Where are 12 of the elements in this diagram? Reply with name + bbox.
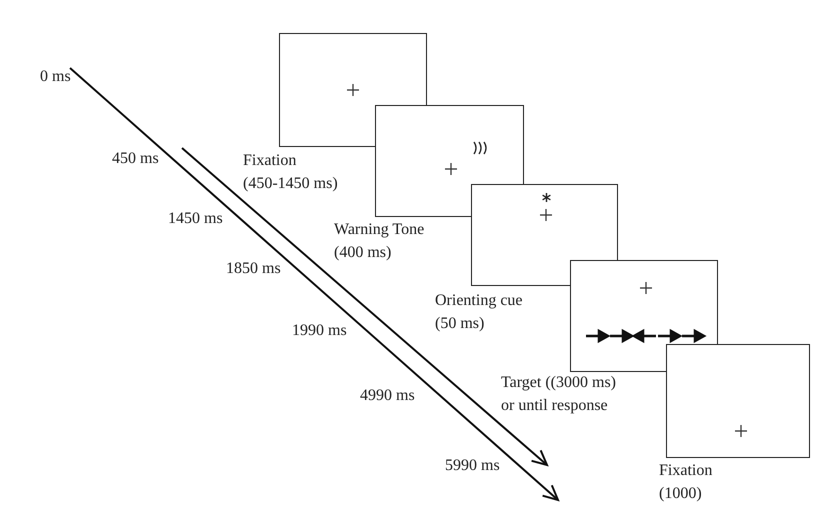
screen-caption: Fixation (450-1450 ms)	[243, 151, 339, 194]
screen-caption: Warning Tone (400 ms)	[334, 220, 426, 263]
screen-caption: Target ((3000 ms) or until response	[501, 373, 617, 416]
time-label: 1850 ms	[226, 260, 281, 278]
time-label: 1450 ms	[168, 210, 223, 228]
time-label: 1990 ms	[292, 322, 347, 340]
screen-caption: Fixation (1000)	[659, 461, 714, 504]
screen-caption: Orienting cue (50 ms)	[435, 291, 524, 334]
time-label: 4990 ms	[360, 387, 415, 405]
time-label: 0 ms	[40, 68, 71, 86]
time-label: 5990 ms	[445, 457, 500, 475]
time-label: 450 ms	[112, 150, 159, 168]
